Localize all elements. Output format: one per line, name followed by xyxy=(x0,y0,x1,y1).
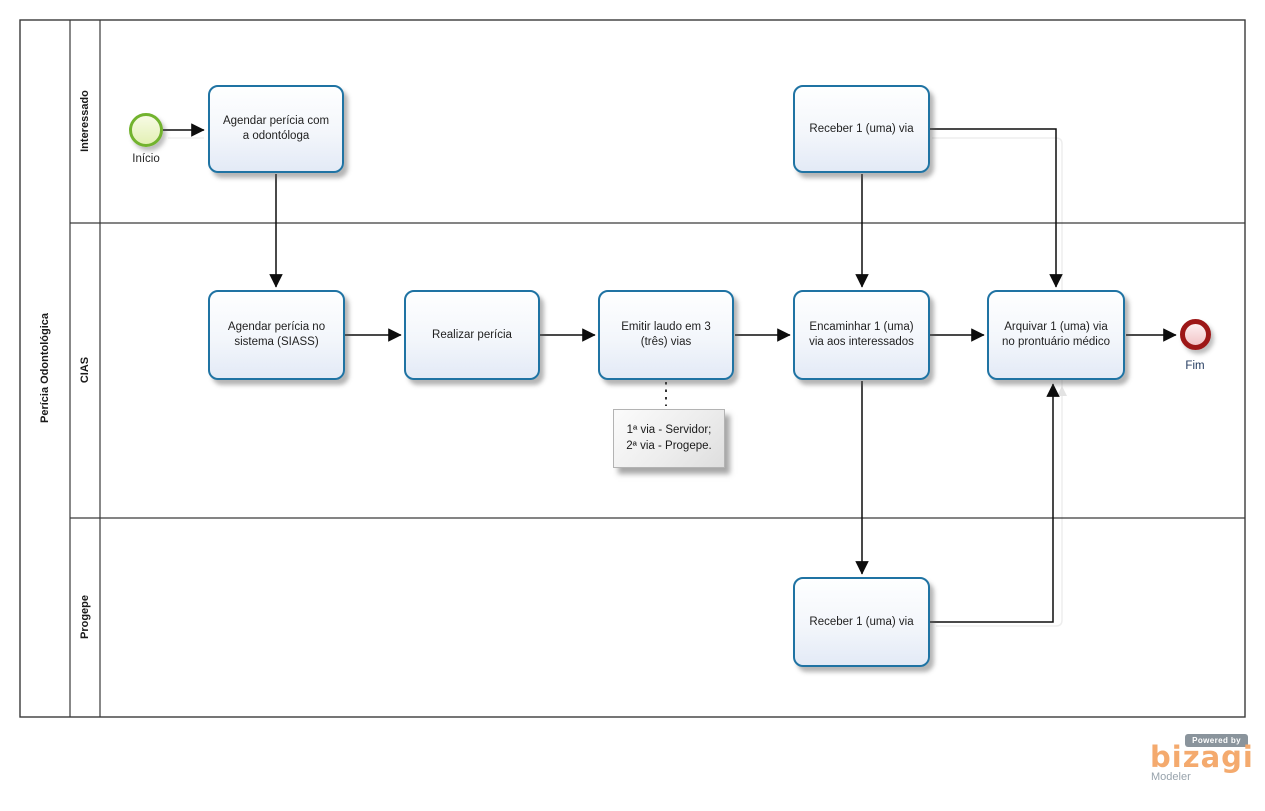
task-receber-via-progepe: Receber 1 (uma) via xyxy=(793,577,930,667)
task-agendar-pericia-siass: Agendar perícia no sistema (SIASS) xyxy=(208,290,345,380)
lane-label-progepe: Progepe xyxy=(79,594,91,640)
lane-label-interessado: Interessado xyxy=(79,90,91,152)
pool-label: Perícia Odontológica xyxy=(39,312,51,424)
end-event-circle xyxy=(1180,319,1211,350)
flow-receber-progepe-to-arquivar xyxy=(930,383,1060,623)
annotation-text: 1ª via - Servidor; 2ª via - Progepe. xyxy=(626,423,712,452)
task-realizar-pericia: Realizar perícia xyxy=(404,290,540,380)
task-label: Encaminhar 1 (uma) via aos interessados xyxy=(809,321,914,348)
modeler-label: Modeler xyxy=(1151,771,1191,783)
flow-receber-interessado-to-arquivar xyxy=(930,128,1063,288)
annotation-vias: 1ª via - Servidor; 2ª via - Progepe. xyxy=(613,409,725,468)
task-emitir-laudo: Emitir laudo em 3 (três) vias xyxy=(598,290,734,380)
lane-label-cias: CIAS xyxy=(79,356,91,384)
end-event-label: Fim xyxy=(1185,360,1205,372)
task-label: Emitir laudo em 3 (três) vias xyxy=(621,321,711,348)
task-label: Arquivar 1 (uma) via no prontuário médic… xyxy=(1001,321,1111,348)
start-event-circle xyxy=(129,113,163,147)
bizagi-wordmark: bizagi xyxy=(1150,740,1254,774)
task-label: Receber 1 (uma) via xyxy=(809,615,914,628)
start-event-label: Início xyxy=(132,153,160,165)
task-receber-via-interessado: Receber 1 (uma) via xyxy=(793,85,930,173)
task-label: Agendar perícia com a odontóloga xyxy=(222,115,330,142)
task-encaminhar-via: Encaminhar 1 (uma) via aos interessados xyxy=(793,290,930,380)
task-label: Receber 1 (uma) via xyxy=(809,122,914,135)
pool-border xyxy=(19,19,1246,718)
ghost-connector xyxy=(932,137,1063,627)
task-label: Realizar perícia xyxy=(432,328,512,341)
ghost-arrowhead xyxy=(1057,386,1067,396)
task-label: Agendar perícia no sistema (SIASS) xyxy=(227,321,326,348)
powered-by-badge: Powered by xyxy=(1185,734,1248,747)
task-arquivar-via: Arquivar 1 (uma) via no prontuário médic… xyxy=(987,290,1125,380)
task-agendar-pericia-odontologa: Agendar perícia com a odontóloga xyxy=(208,85,344,173)
